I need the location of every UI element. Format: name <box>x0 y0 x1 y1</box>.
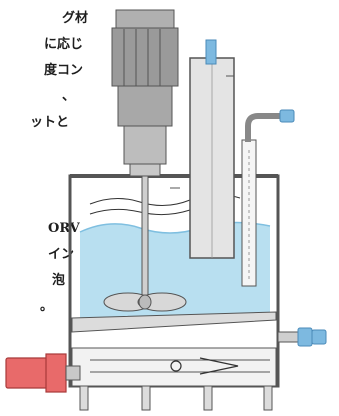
foam-line-2 <box>89 208 191 216</box>
leg-4 <box>263 385 273 411</box>
valve-circle-icon <box>170 360 182 372</box>
text-line-9: 。 <box>40 299 54 314</box>
mixer-shaft <box>141 175 149 301</box>
top-fitting <box>205 39 217 65</box>
text-line-3: 度コン <box>44 63 84 78</box>
leg-1 <box>79 385 89 411</box>
leg-2 <box>141 385 151 411</box>
text-line-1: グ材 <box>62 11 89 26</box>
japanese-text-column: グ材 に応じ 度コン 、 ットと ORV イン 泡 。 <box>0 0 90 416</box>
text-line-5: ットと <box>30 115 70 130</box>
valve-arrow-icon <box>199 357 239 375</box>
side-fitting-1 <box>297 327 313 347</box>
side-pipe <box>277 331 299 343</box>
electric-motor-icon <box>111 9 179 177</box>
text-line-7: イン <box>48 247 75 262</box>
tank-sloped-bottom <box>71 311 277 333</box>
base-compartment <box>71 347 277 387</box>
leg-3 <box>203 385 213 411</box>
text-line-2: に応じ <box>44 37 84 52</box>
outlet-fitting <box>279 109 295 123</box>
propeller-icon <box>103 292 187 312</box>
text-line-6: ORV <box>48 221 80 236</box>
text-line-8: 泡 <box>52 273 66 288</box>
side-fitting-2 <box>311 329 327 345</box>
liquid-surface <box>79 221 271 234</box>
pump-icon <box>5 353 81 393</box>
text-line-4: 、 <box>62 89 76 104</box>
outlet-pipe <box>245 113 280 142</box>
